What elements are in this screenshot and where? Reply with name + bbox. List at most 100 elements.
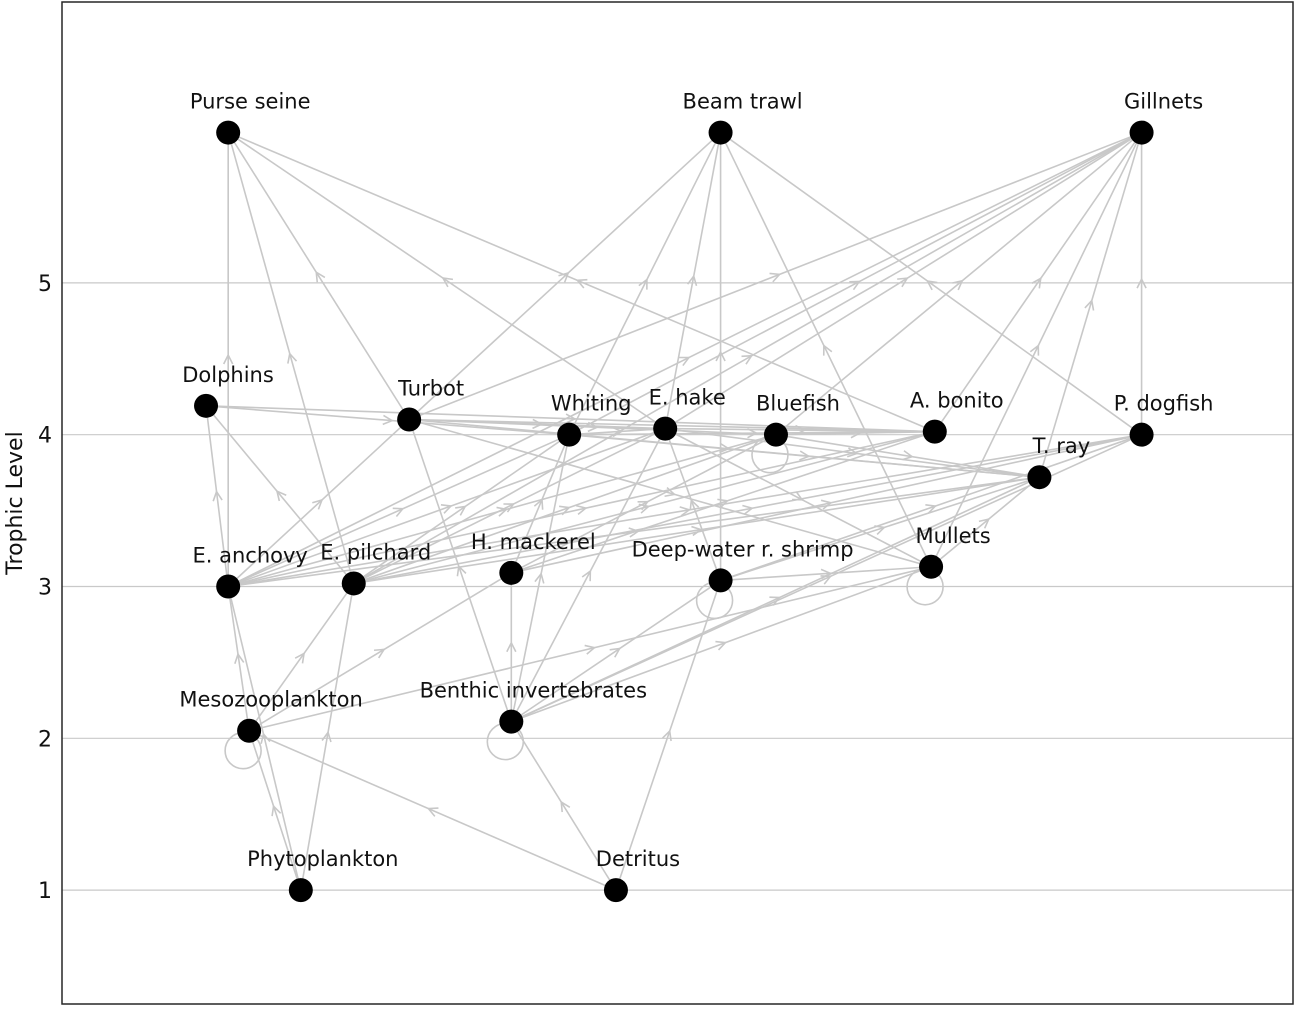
edge-pilchard-to-dogfish <box>353 433 1142 585</box>
edge-pilchard-to-gill <box>353 131 1142 585</box>
node-label-pilchard: E. pilchard <box>320 540 431 564</box>
edge-shrimp-to-mullets <box>720 565 932 582</box>
edge-dolphins-to-whiting <box>205 405 570 436</box>
edge-benthic-to-hake <box>510 428 666 722</box>
edge-bluefish-to-gill <box>775 131 1143 436</box>
arrowhead-pilchard-to-purse <box>287 351 298 364</box>
edge-anchovy-to-dolphins <box>205 405 229 587</box>
edge-benthic-to-mullets <box>511 566 932 723</box>
arrowhead-whiting-to-beam <box>638 278 648 290</box>
arrowhead-bluefish-to-ray <box>902 450 914 461</box>
edge-shrimp-to-ray <box>720 476 1040 582</box>
arrowhead-pilchard-to-dolphins <box>275 489 287 502</box>
arrowhead-phyto-to-pilchard <box>321 730 332 743</box>
node-purse <box>216 120 241 145</box>
edge-ray-to-gill <box>1038 132 1143 478</box>
edges <box>205 131 1147 891</box>
arrowhead-hake-to-ray <box>846 447 859 458</box>
arrowhead-benthic-to-hmackerel <box>506 640 517 653</box>
arrowhead-anchovy-to-bluefish <box>496 506 509 517</box>
y-tick-label-5: 5 <box>38 272 52 297</box>
edge-hake-to-gill <box>664 131 1143 430</box>
node-label-dolphins: Dolphins <box>182 363 274 387</box>
node-label-turbot: Turbot <box>397 377 464 401</box>
arrowhead-benthic-to-shrimp <box>609 647 622 658</box>
arrowhead-anchovy-to-turbot <box>312 498 324 510</box>
plot-frame <box>61 1 1294 1005</box>
arrowhead-hake-to-purse <box>441 277 454 288</box>
edge-hake-to-bonito <box>665 427 935 433</box>
arrowhead-benthic-to-turbot <box>456 564 467 577</box>
edge-benthic-to-whiting <box>510 434 570 722</box>
edge-pilchard-to-ray <box>353 476 1040 585</box>
arrowhead-phyto-to-meso <box>271 804 282 817</box>
arrowhead-pilchard-to-dogfish <box>742 504 754 515</box>
arrowhead-mullets-to-beam <box>822 344 833 356</box>
arrowhead-turbot-to-beam <box>558 271 570 283</box>
y-tick-label-2: 2 <box>38 727 52 752</box>
edge-hmackerel-to-bluefish <box>510 433 777 574</box>
edge-whiting-to-beam <box>568 132 722 436</box>
arrowhead-meso-to-mullets <box>584 644 597 655</box>
edge-whiting-to-gill <box>568 131 1142 436</box>
edge-phyto-to-anchovy <box>227 586 302 891</box>
edge-anchovy-to-turbot <box>227 418 410 588</box>
arrowhead-whiting-to-ray <box>799 450 811 461</box>
node-label-bonito: A. bonito <box>910 389 1004 413</box>
arrowhead-shrimp-to-mullets <box>820 568 833 580</box>
edge-hake-to-purse <box>227 131 666 430</box>
node-label-detritus: Detritus <box>596 847 680 871</box>
edge-turbot-to-gill <box>408 131 1142 421</box>
node-anchovy <box>216 574 241 599</box>
y-axis-label: Trophic Level <box>3 431 28 575</box>
node-hake <box>653 416 678 441</box>
edge-phyto-to-pilchard <box>300 583 355 891</box>
edge-pilchard-to-bluefish <box>353 433 777 585</box>
edge-benthic-to-turbot <box>408 419 513 722</box>
node-label-hmackerel: H. mackerel <box>471 530 596 554</box>
edge-pilchard-to-dolphins <box>205 405 355 584</box>
node-label-beam: Beam trawl <box>683 90 803 114</box>
node-label-shrimp: Deep-water r. shrimp <box>632 537 854 561</box>
edge-mullets-to-ray <box>930 476 1040 568</box>
edge-turbot-to-beam <box>408 131 722 421</box>
arrowhead-detritus-to-benthic <box>560 800 571 813</box>
edge-shrimp-to-hake <box>664 428 722 581</box>
edge-hmackerel-to-dogfish <box>511 433 1142 574</box>
nodes <box>194 120 1154 903</box>
edge-phyto-to-meso <box>248 730 302 891</box>
node-label-anchovy: E. anchovy <box>193 544 308 568</box>
node-label-whiting: Whiting <box>551 392 632 416</box>
edge-whiting-to-hake <box>569 427 666 436</box>
arrowhead-turbot-to-mullets <box>664 486 677 498</box>
edge-whiting-to-ray <box>569 433 1040 478</box>
arrowhead-meso-to-hmackerel <box>373 648 386 659</box>
edge-turbot-to-bluefish <box>409 418 777 436</box>
arrowhead-meso-to-pilchard <box>294 651 306 664</box>
arrowhead-pilchard-to-bluefish <box>559 505 571 516</box>
arrowhead-anchovy-to-dolphins <box>212 489 223 502</box>
node-bonito <box>922 419 947 444</box>
node-dogfish <box>1129 422 1154 447</box>
arrowhead-turbot-to-gill <box>769 272 782 283</box>
arrowhead-bonito-to-gill <box>1031 276 1042 289</box>
edge-bluefish-to-bonito <box>775 430 935 436</box>
edge-turbot-to-mullets <box>408 418 932 568</box>
node-label-hake: E. hake <box>649 386 726 410</box>
edge-anchovy-to-whiting <box>227 433 570 588</box>
arrowhead-detritus-to-shrimp <box>662 729 672 742</box>
edge-detritus-to-shrimp <box>615 580 722 891</box>
edge-meso-to-anchovy <box>227 586 250 731</box>
arrowhead-pilchard-to-whiting <box>455 505 467 516</box>
edge-anchovy-to-dogfish <box>228 433 1142 588</box>
arrowhead-benthic-to-whiting <box>534 571 545 584</box>
arrowhead-ray-to-gill <box>1084 298 1095 311</box>
node-bluefish <box>763 422 788 447</box>
edge-meso-to-hmackerel <box>248 572 512 732</box>
node-dolphins <box>194 393 219 418</box>
edge-meso-to-mullets <box>248 565 932 732</box>
node-turbot <box>397 407 422 432</box>
arrowhead-pilchard-to-gill <box>741 354 754 365</box>
node-mullets <box>919 554 944 579</box>
